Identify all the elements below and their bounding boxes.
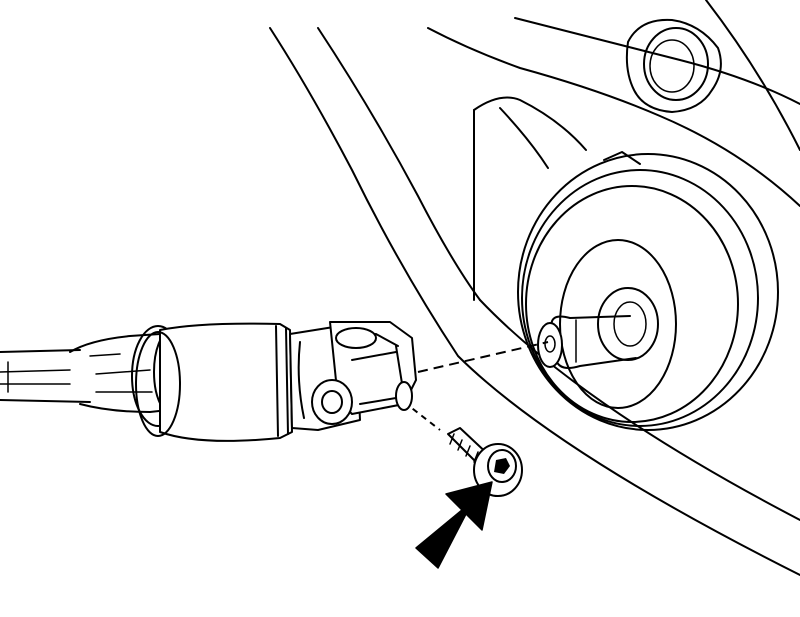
intermediate-steering-shaft: [0, 322, 293, 442]
steering-gear-input-shaft: [537, 315, 637, 369]
installation-arrow-icon: [415, 481, 493, 569]
steering-gear-housing: [269, 0, 800, 576]
alignment-guide-lines: [403, 341, 549, 431]
universal-joint-yoke: [289, 321, 417, 431]
input-shaft-seal-rings: [517, 151, 779, 431]
mounting-boss: [625, 18, 722, 113]
